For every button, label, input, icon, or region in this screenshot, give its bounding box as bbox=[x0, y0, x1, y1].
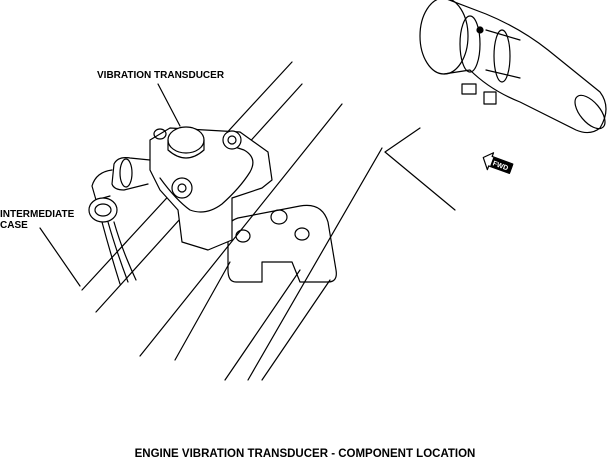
leader-vibration-transducer bbox=[157, 83, 181, 127]
vibration-transducer bbox=[149, 126, 273, 251]
mounting-bracket bbox=[227, 204, 337, 283]
intermediate-case-struts bbox=[81, 61, 456, 381]
electrical-connector bbox=[88, 157, 151, 285]
label-intermediate-case-line2: CASE bbox=[0, 220, 28, 231]
figure-title: ENGINE VIBRATION TRANSDUCER - COMPONENT … bbox=[134, 448, 476, 460]
label-vibration-transducer: VIBRATION TRANSDUCER bbox=[97, 70, 225, 81]
engine-overview bbox=[419, 0, 607, 134]
leader-intermediate-case bbox=[39, 227, 81, 287]
fwd-arrow-icon: FWD bbox=[482, 152, 514, 175]
label-intermediate-case-line1: INTERMEDIATE bbox=[0, 209, 75, 220]
